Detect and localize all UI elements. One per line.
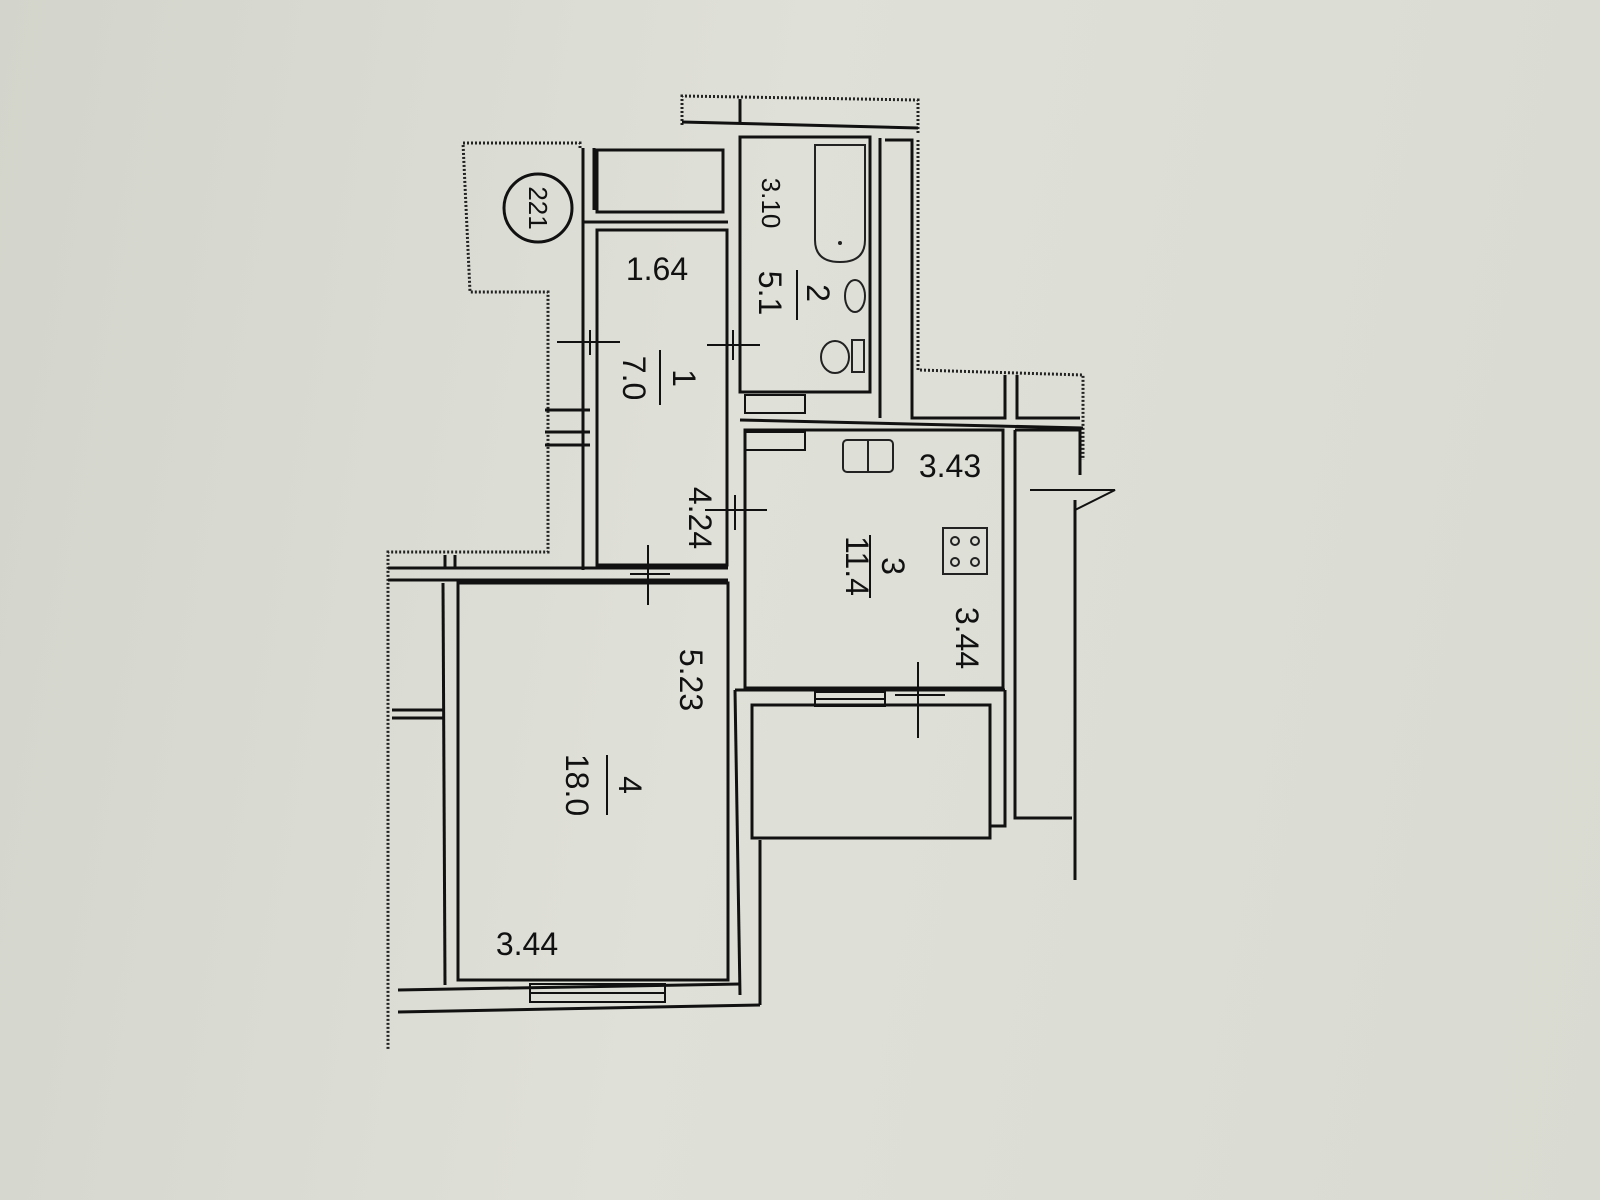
doors [744, 394, 806, 451]
sink-icon [844, 279, 866, 313]
door-kitchen [744, 431, 806, 451]
stove-icon [942, 527, 988, 575]
bathtub-icon [814, 144, 866, 264]
room-2-outline [738, 135, 872, 394]
dotted-boundary [386, 94, 1085, 1050]
toilet-icon [820, 340, 850, 374]
fixtures [814, 144, 988, 575]
room-3-number: 3 [875, 557, 911, 575]
door-bathroom [744, 394, 806, 414]
room-4-number: 4 [612, 776, 648, 794]
room-2-area: 5.1 [752, 271, 788, 315]
fraction-lines [606, 270, 871, 815]
room-3-width: 3.43 [919, 448, 981, 484]
room-3-area: 11.4 [839, 536, 875, 596]
apartment-number-badge: 221 [502, 172, 574, 244]
room-3-outline [743, 428, 1005, 690]
dimension-ticks [557, 330, 945, 738]
room-1-length: 4.24 [682, 487, 718, 549]
walls [388, 99, 1116, 1014]
windows [529, 691, 886, 1003]
room-4-outline [456, 581, 730, 982]
room-4-length: 5.23 [673, 649, 709, 711]
room-4-area: 18.0 [559, 754, 595, 816]
room-1-number: 1 [666, 369, 702, 387]
balcony-outline [750, 703, 992, 840]
room-2-number: 2 [800, 284, 836, 302]
room-3-length: 3.44 [949, 607, 985, 669]
room-1-width: 1.64 [626, 251, 688, 287]
room-1-area: 7.0 [616, 356, 652, 400]
room-2-length: 3.10 [756, 178, 786, 229]
room-1-outline [595, 228, 729, 567]
room-4-width: 3.44 [496, 926, 558, 962]
apartment-number: 221 [523, 186, 553, 229]
